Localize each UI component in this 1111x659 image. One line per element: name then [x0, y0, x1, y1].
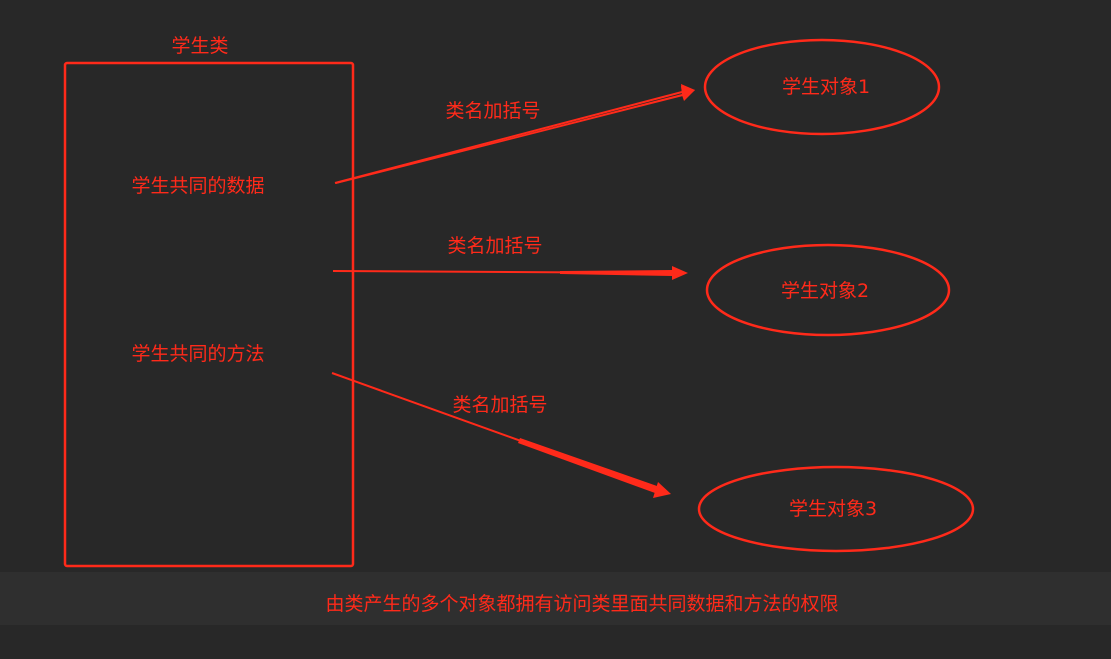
object-label-1: 学生对象1: [782, 76, 870, 98]
object-ellipse-2: [705, 243, 951, 337]
arrow-label-1: 类名加括号: [445, 100, 540, 122]
diagram-caption: 由类产生的多个对象都拥有访问类里面共同数据和方法的权限: [325, 593, 838, 615]
arrow-shaft-3: [518, 438, 657, 493]
arrow-label-3: 类名加括号: [452, 394, 547, 416]
arrow-head-1: [681, 84, 695, 101]
class-method-label: 学生共同的方法: [131, 343, 264, 365]
object-ellipse-1: [703, 38, 941, 136]
object-label-2: 学生对象2: [781, 280, 869, 302]
arrow-head-2: [672, 266, 688, 280]
object-ellipse-3: [697, 465, 975, 553]
arrow-line-1: [334, 91, 683, 184]
arrow-label-2: 类名加括号: [447, 235, 542, 257]
object-label-3: 学生对象3: [789, 498, 877, 520]
class-box: [63, 61, 355, 568]
arrow-head-3: [653, 482, 671, 498]
class-title: 学生类: [171, 35, 228, 57]
arrow-shaft-2: [560, 270, 672, 276]
class-data-label: 学生共同的数据: [131, 175, 264, 197]
caption-band: [0, 572, 1111, 625]
